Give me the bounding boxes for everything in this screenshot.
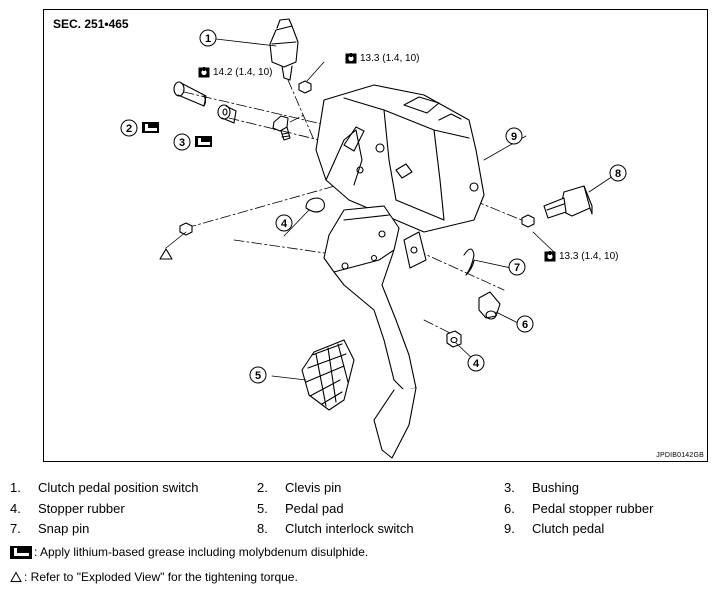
legend-item: 9.Clutch pedal <box>504 521 605 536</box>
grease-note-text: : Apply lithium-based grease including m… <box>34 545 369 559</box>
stopper-rubber-upper <box>305 197 325 213</box>
nut-left <box>179 222 193 236</box>
pedal-stopper-rubber <box>478 291 501 320</box>
torque-wrench-icon <box>345 53 357 64</box>
legend-item: 1.Clutch pedal position switch <box>10 480 199 495</box>
torque-value: 13.3 (1.4, 10) <box>559 251 619 262</box>
callout-number: 8 <box>615 168 621 180</box>
legend-item: 6.Pedal stopper rubber <box>504 500 654 516</box>
legend-item: 5.Pedal pad <box>257 500 344 516</box>
parts-legend: 1.Clutch pedal position switch 2.Clevis … <box>10 480 710 542</box>
torque-value: 14.2 (1.4, 10) <box>213 67 273 78</box>
callout-number: 1 <box>205 33 211 45</box>
callout-number: 4 <box>281 218 288 230</box>
legend-item: 4.Stopper rubber <box>10 500 125 516</box>
callout-number: 2 <box>126 123 132 135</box>
callout-circles <box>120 29 627 384</box>
legend-row: 4.Stopper rubber 5.Pedal pad 6.Pedal sto… <box>10 501 710 522</box>
grease-icons <box>142 122 212 147</box>
legend-item: 2.Clevis pin <box>257 480 342 495</box>
nut-right <box>521 214 535 228</box>
triangle-reference-icon <box>10 571 22 582</box>
bolt <box>272 115 291 141</box>
torque-spec: 14.2 (1.4, 10) <box>198 67 272 78</box>
clevis-pin <box>173 81 207 107</box>
torque-spec: 13.3 (1.4, 10) <box>345 53 419 64</box>
triangle-note-text: : Refer to "Exploded View" for the tight… <box>24 570 298 584</box>
torque-wrench-icon <box>544 251 556 262</box>
legend-item: 7.Snap pin <box>10 521 90 536</box>
grease-note: : Apply lithium-based grease including m… <box>10 545 368 559</box>
torque-value: 13.3 (1.4, 10) <box>360 53 420 64</box>
legend-row: 7.Snap pin 8.Clutch interlock switch 9.C… <box>10 521 710 542</box>
callout-number: 3 <box>179 137 185 149</box>
grease-icon <box>142 122 159 133</box>
triangle-note: : Refer to "Exploded View" for the tight… <box>10 570 298 584</box>
callout-number: 7 <box>514 262 520 274</box>
clutch-pedal-position-switch <box>269 18 315 141</box>
triangle-reference-icon <box>159 248 173 260</box>
exploded-view-drawing: 1 2 3 4 5 6 7 8 9 4 <box>120 18 627 459</box>
legend-item: 8.Clutch interlock switch <box>257 521 414 536</box>
grease-icon <box>195 136 212 147</box>
stopper-rubber-lower <box>446 330 462 348</box>
legend-item: 3.Bushing <box>504 480 579 495</box>
pedal-arm <box>323 205 427 459</box>
bushing <box>217 104 237 124</box>
pedal-pad <box>301 339 355 411</box>
section-label: SEC. 251•465 <box>53 17 129 31</box>
legend-row: 1.Clutch pedal position switch 2.Clevis … <box>10 480 710 501</box>
torque-spec: 13.3 (1.4, 10) <box>544 251 618 262</box>
callout-numbers: 1 2 3 4 5 6 7 8 9 4 <box>126 33 621 382</box>
figure-code: JPDIB0142GB <box>656 452 704 459</box>
callout-number: 6 <box>522 319 528 331</box>
callout-number: 5 <box>255 370 261 382</box>
snap-pin <box>463 248 475 276</box>
torque-wrench-icon <box>198 67 210 78</box>
pedal-bracket <box>315 84 485 233</box>
diagram-frame: SEC. 251•465 <box>43 9 708 462</box>
callout-number: 4 <box>473 358 480 370</box>
nut-top <box>298 80 312 94</box>
clutch-interlock-switch <box>543 185 593 219</box>
callout-number: 9 <box>511 131 517 143</box>
grease-icon <box>10 545 32 559</box>
